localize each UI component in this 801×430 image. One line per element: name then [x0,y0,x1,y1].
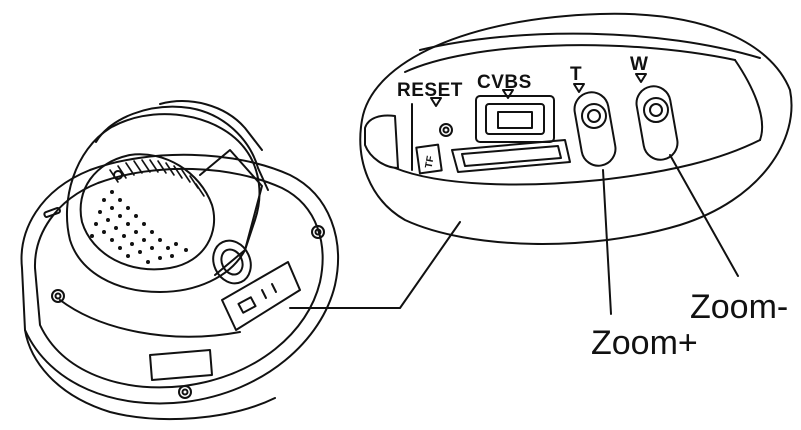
camera-base-rim [24,329,276,421]
detail-panel-bottom-edge [394,139,761,186]
camera-panel-detail-2 [271,283,277,293]
wide-button [643,97,669,123]
base-screw-hole-bottom-inner [181,388,189,396]
tf-card-slot [451,139,571,173]
zoom-plus-leader [602,169,612,315]
reset-pointer [430,97,442,107]
reset-pinhole [439,123,453,137]
cvbs-port-inner [497,111,533,129]
dome-camera [20,100,339,421]
lens-module [79,153,216,271]
camera-front-flange [59,299,241,338]
tele-button [581,103,607,129]
detail-panel-top-edge-2 [419,32,761,59]
tilt-knob-outer [212,239,252,285]
camera-panel-slot [237,296,257,314]
detail-panel-left-notch [364,114,399,169]
reset-pinhole-inner [442,126,450,134]
detail-bubble [359,12,793,245]
gimbal-top-shell-back [159,100,263,151]
base-screw-hole-right [311,225,325,239]
tf-label: TF [424,155,437,169]
camera-base-inner [33,167,324,389]
tf-badge [415,143,443,175]
detail-panel-top-edge [404,44,736,73]
tele-button-inner [587,109,601,123]
zoom-minus-label: Zoom- [690,288,788,326]
detail-panel-right-edge [734,59,764,141]
camera-interface-panel [221,261,301,331]
lens-vent-fins [109,159,205,197]
camera-front-flange-2 [149,349,213,381]
base-screw-hole-left [51,289,65,303]
cvbs-port-mid [485,103,545,135]
cvbs-label: CVBS [477,72,532,93]
camera-base-outer [20,153,339,405]
base-screw-hole-left-inner [54,292,62,300]
gimbal-side-bracket [199,149,263,276]
tele-pointer [573,83,585,93]
wide-pointer [635,73,647,83]
tilt-knob-inner [220,248,244,276]
tf-card-slot-inner [461,145,562,167]
wide-button-inner [649,103,663,117]
camera-panel-detail-1 [261,289,267,299]
tele-button-track [573,91,617,167]
zoom-plus-label: Zoom+ [591,324,698,362]
lens-perforations [90,190,188,264]
gimbal-top-shell [95,105,269,191]
tele-label: T [570,64,582,85]
gimbal-housing [66,113,261,293]
detail-bubble-outline [359,12,793,245]
base-screw-hole-right-inner [314,228,322,236]
base-screw-hole-bottom [178,385,192,399]
cvbs-port-outer [475,95,555,143]
wide-label: W [630,54,648,75]
cvbs-pointer [502,89,514,99]
wide-button-track [635,85,679,161]
zoom-minus-leader [669,154,739,277]
base-slot [43,206,61,218]
leader-line-to-detail [289,221,461,309]
reset-label: RESET [397,80,463,101]
